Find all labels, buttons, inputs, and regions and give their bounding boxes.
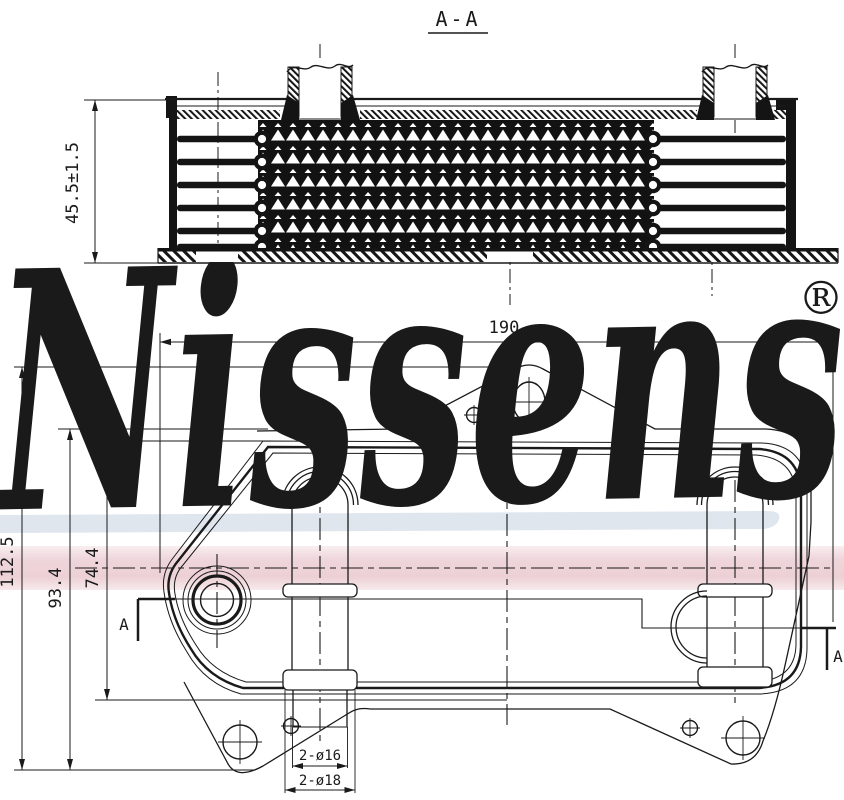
dim-pipe-collar-label: 2-ø18 <box>299 773 341 789</box>
watermark-swoosh <box>0 511 780 533</box>
cooler-core-fins <box>258 120 654 248</box>
dim-body-height-74-4: 74.4 <box>83 440 507 701</box>
registered-mark: ® <box>798 271 844 325</box>
housing-walls <box>165 96 798 252</box>
pipe-stub-right <box>696 62 775 120</box>
section-cut-line: A A <box>119 597 843 670</box>
pipe-stub-left <box>281 62 360 120</box>
dim-section-height: 45.5±1.5 <box>63 99 173 264</box>
dim-width-190: 190 <box>159 318 834 622</box>
connection-pipe-left <box>281 466 359 728</box>
oil-port-boss <box>182 565 252 635</box>
dim-width-label: 190 <box>489 318 520 338</box>
centerlines-front-view <box>75 362 833 742</box>
section-marker-right-label: A <box>833 647 843 666</box>
dim-bracket-height-93-4: 93.4 <box>46 428 268 770</box>
dim-pipe-label: 2-ø16 <box>299 748 341 764</box>
bottom-flange <box>157 248 839 264</box>
dim-total-height-label: 112.5 <box>0 536 18 587</box>
dim-body-height-label: 74.4 <box>83 548 103 589</box>
dim-bracket-height-label: 93.4 <box>46 568 66 609</box>
mounting-bracket-outline <box>183 364 812 774</box>
section-view-a-a: A-A <box>63 7 839 305</box>
body-outline <box>162 440 808 695</box>
thermostat-arc-inner <box>675 595 708 659</box>
thermostat-arc-outer <box>670 590 708 664</box>
dim-section-height-label: 45.5±1.5 <box>63 142 83 224</box>
section-title: A-A <box>435 7 480 31</box>
tube-end-bulbs <box>253 130 662 256</box>
connection-pipe-right <box>670 466 774 688</box>
section-marker-left-label: A <box>119 615 129 634</box>
bracket-holes <box>218 377 765 764</box>
dim-pipe-diameters: 2-ø16 2-ø18 <box>284 690 356 793</box>
front-view: A A 190 112.5 93.4 <box>0 318 843 793</box>
dim-total-height-112-5: 112.5 <box>0 366 519 771</box>
cooler-tubes <box>177 135 786 251</box>
